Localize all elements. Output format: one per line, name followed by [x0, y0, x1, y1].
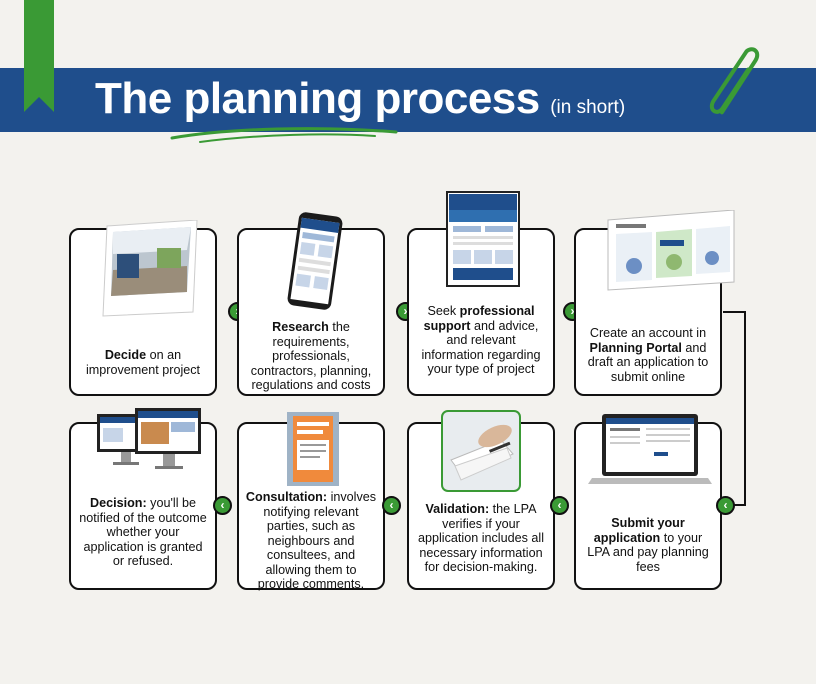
step-6-text: Validation: the LPA verifies if your app… — [415, 502, 547, 575]
laptop-application — [588, 412, 712, 492]
step-7-card: Consultation: involves notifying relevan… — [237, 422, 385, 590]
step-4-text: Create an account in Planning Portal and… — [582, 326, 714, 384]
step-2-card: Research the requirements, professionals… — [237, 228, 385, 396]
desktop-monitors — [91, 408, 207, 478]
arrow-left-icon: ‹ — [716, 496, 735, 515]
step-8-text: Decision: you'll be notified of the outc… — [77, 496, 209, 569]
hand-with-documents-photo — [441, 410, 521, 492]
step-5-card: Submit your application to your LPA and … — [574, 422, 722, 590]
planning-notice-poster — [285, 410, 341, 488]
step-3-text: Seek professional support and advice, an… — [415, 304, 547, 377]
planning-portal-tablet — [445, 190, 521, 288]
step-7-text: Consultation: involves notifying relevan… — [245, 490, 377, 592]
step-2-text: Research the requirements, professionals… — [245, 320, 377, 393]
step-3-card: Seek professional support and advice, an… — [407, 228, 555, 396]
step-6-card: Validation: the LPA verifies if your app… — [407, 422, 555, 590]
arrow-left-icon: ‹ — [213, 496, 232, 515]
step-1-card: Decide on an improvement project — [69, 228, 217, 396]
step-4-card: Create an account in Planning Portal and… — [574, 228, 722, 396]
step-5-text: Submit your application to your LPA and … — [582, 516, 714, 574]
arrow-left-icon: ‹ — [550, 496, 569, 515]
house-interior-photo — [101, 220, 201, 318]
step-8-card: Decision: you'll be notified of the outc… — [69, 422, 217, 590]
step-1-text: Decide on an improvement project — [77, 348, 209, 377]
smartphone-website — [285, 210, 345, 312]
arrow-left-icon: ‹ — [382, 496, 401, 515]
planning-portal-webpage — [604, 210, 738, 302]
